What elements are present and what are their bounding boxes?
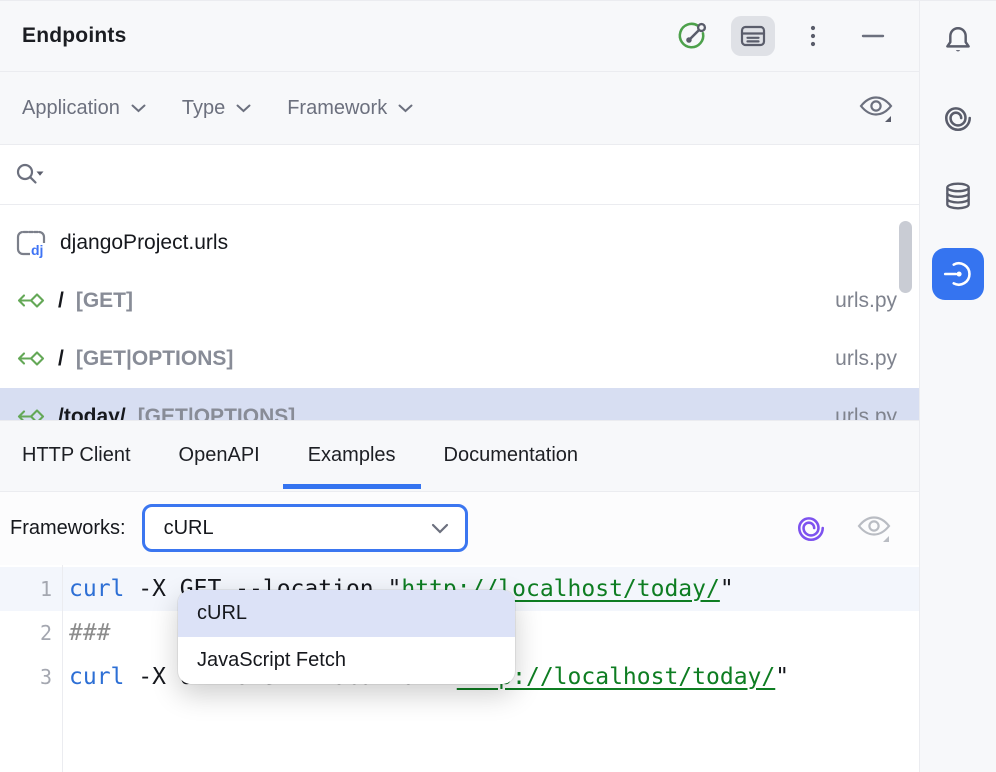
ai-spiral-icon: [942, 102, 974, 134]
database-icon: [942, 180, 974, 212]
database-button[interactable]: [932, 170, 984, 222]
bell-icon: [942, 24, 974, 56]
endpoint-arrow-icon: [16, 290, 46, 312]
endpoint-methods: [GET|OPTIONS]: [76, 347, 234, 371]
endpoint-path: /: [58, 289, 64, 313]
filter-framework-label: Framework: [287, 97, 387, 120]
kebab-menu-icon[interactable]: [791, 16, 835, 56]
search-bar: [0, 145, 919, 205]
chevron-down-icon: [398, 104, 413, 113]
filter-type-label: Type: [182, 97, 225, 120]
minimize-icon[interactable]: [851, 16, 895, 56]
filter-application[interactable]: Application: [22, 97, 146, 120]
details-view-icon[interactable]: [731, 16, 775, 56]
frameworks-bar: Frameworks: cURL: [0, 492, 919, 565]
endpoint-rows: / [GET] urls.py / [GET|OPTIONS] urls.py/today…: [0, 272, 919, 421]
endpoint-file: urls.py: [835, 289, 897, 313]
code-text: ###: [62, 620, 111, 646]
tab-examples[interactable]: Examples: [308, 421, 396, 491]
frameworks-selected-value: cURL: [164, 517, 431, 540]
endpoint-row[interactable]: / [GET] urls.py: [0, 272, 919, 330]
eye-icon[interactable]: [857, 92, 895, 124]
tab-http-client[interactable]: HTTP Client: [22, 421, 131, 491]
frameworks-dropdown-popup: cURLJavaScript Fetch: [178, 590, 515, 684]
route-status-icon[interactable]: [671, 16, 715, 56]
endpoints-button[interactable]: [932, 248, 984, 300]
chevron-down-icon: [431, 523, 449, 534]
endpoint-methods: [GET|OPTIONS]: [138, 405, 296, 421]
page-title: Endpoints: [22, 24, 671, 48]
endpoints-icon: [942, 258, 974, 290]
group-label: djangoProject.urls: [60, 231, 228, 255]
header-actions: [671, 16, 895, 56]
line-number: 3: [0, 665, 62, 689]
tool-window-header: Endpoints: [0, 1, 919, 72]
ai-spiral-icon[interactable]: [795, 512, 827, 544]
filter-bar: Application Type Framework: [0, 72, 919, 145]
tab-documentation[interactable]: Documentation: [444, 421, 579, 491]
filter-application-label: Application: [22, 97, 120, 120]
frameworks-combobox[interactable]: cURL: [142, 504, 468, 552]
frameworks-actions: [795, 512, 893, 544]
gutter-separator: [62, 565, 63, 772]
search-icon[interactable]: [14, 161, 46, 189]
line-number: 2: [0, 621, 62, 645]
search-input[interactable]: [56, 163, 905, 186]
endpoint-arrow-icon: [16, 406, 46, 421]
frameworks-label: Frameworks:: [10, 517, 126, 540]
detail-tabs: HTTP Client OpenAPI Examples Documentation: [0, 421, 919, 492]
endpoint-path: /: [58, 347, 64, 371]
endpoint-group-row[interactable]: dj djangoProject.urls: [0, 214, 919, 272]
eye-icon[interactable]: [855, 512, 893, 544]
endpoint-row[interactable]: /today/ [GET|OPTIONS] urls.py: [0, 388, 919, 421]
endpoint-file: urls.py: [835, 347, 897, 371]
chevron-down-icon: [236, 104, 251, 113]
endpoint-arrow-icon: [16, 348, 46, 370]
chevron-down-icon: [131, 104, 146, 113]
dropdown-option[interactable]: JavaScript Fetch: [178, 637, 515, 684]
filter-framework[interactable]: Framework: [287, 97, 413, 120]
notifications-button[interactable]: [932, 14, 984, 66]
endpoint-path: /today/: [58, 405, 126, 421]
filter-type[interactable]: Type: [182, 97, 251, 120]
django-module-icon: dj: [14, 226, 48, 260]
endpoint-file: urls.py: [835, 405, 897, 421]
dropdown-option[interactable]: cURL: [178, 590, 515, 637]
endpoint-row[interactable]: / [GET|OPTIONS] urls.py: [0, 330, 919, 388]
endpoint-methods: [GET]: [76, 289, 133, 313]
endpoint-list: dj djangoProject.urls / [GET] urls.py / [GET…: [0, 205, 919, 421]
ai-assistant-button[interactable]: [932, 92, 984, 144]
svg-text:dj: dj: [31, 242, 43, 258]
scrollbar-thumb[interactable]: [899, 221, 912, 293]
right-toolbar: [920, 1, 996, 772]
tab-openapi[interactable]: OpenAPI: [179, 421, 260, 491]
line-number: 1: [0, 577, 62, 601]
